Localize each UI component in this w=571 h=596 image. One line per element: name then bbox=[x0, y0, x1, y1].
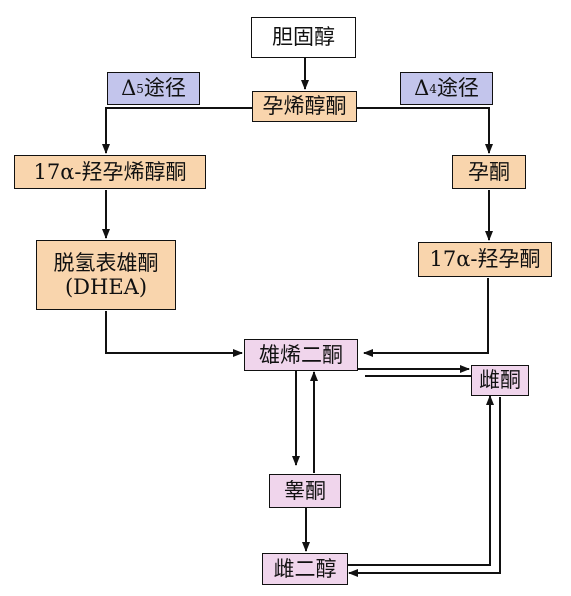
node-estrone: 雌酮 bbox=[471, 365, 529, 396]
label-pregnenolone: 孕烯醇酮 bbox=[262, 94, 347, 119]
label-testosterone: 睾酮 bbox=[284, 478, 326, 503]
arrow-pregnenolone-to-oh-pregnenolone bbox=[102, 107, 252, 154]
node-pregnenolone: 孕烯醇酮 bbox=[252, 91, 357, 122]
delta5-text: 途径 bbox=[143, 76, 186, 101]
node-dhea: 脱氢表雄酮 (DHEA) bbox=[36, 240, 176, 310]
node-cholesterol: 胆固醇 bbox=[251, 17, 356, 58]
arrow-estradiol-to-estrone bbox=[348, 395, 494, 566]
line-estrone-to-estradiol bbox=[348, 397, 501, 577]
arrow-dhea-to-androstenedione bbox=[105, 311, 243, 357]
node-17a-oh-pregnenolone: 17α-羟孕烯醇酮 bbox=[14, 155, 206, 189]
node-estradiol: 雌二醇 bbox=[262, 553, 348, 585]
arrow-oh-progesterone-to-androstenedione bbox=[363, 278, 489, 357]
label-estradiol: 雌二醇 bbox=[273, 556, 337, 581]
arrow-pregnenolone-to-progesterone bbox=[357, 107, 493, 154]
label-17a-oh-pregnenolone: 17α-羟孕烯醇酮 bbox=[33, 159, 187, 184]
label-dhea-line1: 脱氢表雄酮 bbox=[53, 250, 159, 275]
label-androstenedione: 雄烯二酮 bbox=[259, 342, 343, 367]
node-progesterone: 孕酮 bbox=[452, 155, 526, 189]
label-17a-oh-progesterone: 17α-羟孕酮 bbox=[429, 247, 541, 272]
label-dhea-line2: (DHEA) bbox=[64, 275, 148, 299]
node-testosterone: 睾酮 bbox=[269, 474, 341, 508]
delta4-symbol: Δ bbox=[414, 76, 430, 101]
label-estrone: 雌酮 bbox=[479, 368, 521, 393]
delta5-symbol: Δ bbox=[121, 76, 137, 101]
label-progesterone: 孕酮 bbox=[468, 159, 510, 184]
node-17a-oh-progesterone: 17α-羟孕酮 bbox=[418, 242, 552, 277]
label-cholesterol: 胆固醇 bbox=[272, 25, 335, 50]
delta4-text: 途径 bbox=[436, 76, 479, 101]
node-androstenedione: 雄烯二酮 bbox=[244, 339, 358, 371]
